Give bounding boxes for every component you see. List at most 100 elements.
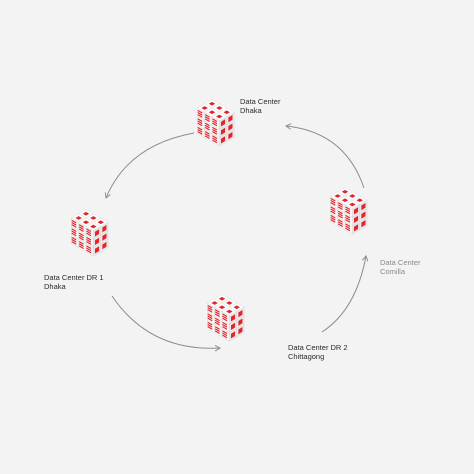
server-stripe xyxy=(345,219,351,223)
server-stripe xyxy=(214,322,220,326)
server-stripe xyxy=(345,223,351,227)
server-stripe xyxy=(222,322,228,326)
server-stripe xyxy=(212,120,218,124)
server-cluster-dr1-icon xyxy=(70,209,109,257)
top-mark xyxy=(223,110,230,115)
top-mark xyxy=(208,110,216,115)
server-stripe xyxy=(345,210,351,215)
server-stripe xyxy=(222,330,228,334)
server-stripe xyxy=(204,131,210,135)
server-panel xyxy=(220,119,226,127)
server-panel xyxy=(102,242,107,250)
top-mark xyxy=(226,309,233,314)
server-panel xyxy=(94,246,100,254)
label-chittagong-title: Data Center DR 2 xyxy=(288,343,348,352)
server-stripe xyxy=(337,202,343,206)
top-mark xyxy=(82,211,90,216)
server-stripe xyxy=(86,228,92,232)
server-panel xyxy=(353,224,359,232)
server-stripe xyxy=(204,114,210,118)
server-panel xyxy=(220,136,226,144)
server-stripe xyxy=(212,127,218,131)
server-stripe xyxy=(330,210,336,215)
server-panel xyxy=(361,220,366,228)
server-cluster-chittagong-icon xyxy=(206,294,245,342)
server-stripe xyxy=(222,313,228,317)
server-stripe xyxy=(86,230,92,234)
server-stripe xyxy=(207,313,213,317)
label-dhaka-city: Dhaka xyxy=(240,106,262,115)
server-panel xyxy=(353,207,359,215)
server-stripe xyxy=(222,326,228,330)
server-stripe xyxy=(197,122,203,127)
server-stripe xyxy=(345,208,351,212)
server-stripe xyxy=(207,307,213,311)
server-stripe xyxy=(78,245,84,249)
server-panel xyxy=(228,132,233,140)
server-cluster-dhaka-icon xyxy=(196,99,235,147)
top-mark xyxy=(233,305,240,310)
server-stripe xyxy=(330,202,336,206)
server-stripe xyxy=(204,124,210,129)
top-mark xyxy=(341,198,349,203)
server-stripe xyxy=(212,135,218,139)
top-mark xyxy=(341,189,349,194)
server-stripe xyxy=(197,129,203,133)
server-stripe xyxy=(197,114,203,118)
server-stripe xyxy=(86,232,92,237)
server-stripe xyxy=(214,319,220,324)
server-stripe xyxy=(86,249,92,254)
server-stripe xyxy=(204,116,210,120)
top-mark xyxy=(97,220,104,225)
server-stripe xyxy=(345,225,351,229)
top-mark xyxy=(218,305,226,310)
server-panel xyxy=(230,331,236,339)
server-stripe xyxy=(214,313,220,317)
server-stripe xyxy=(337,210,343,215)
server-stripe xyxy=(197,120,203,124)
label-chittagong: Data Center DR 2 Chittagong xyxy=(288,343,348,361)
server-stripe xyxy=(330,219,336,223)
label-comilla-city: Comilla xyxy=(380,267,406,276)
server-stripe xyxy=(86,239,92,243)
top-mark xyxy=(82,220,90,225)
server-stripe xyxy=(71,230,77,234)
server-stripe xyxy=(222,334,228,339)
server-panel xyxy=(230,314,236,322)
server-stripe xyxy=(212,118,218,122)
server-stripe xyxy=(207,305,213,309)
label-dr1: Data Center DR 1 Dhaka xyxy=(44,273,104,291)
server-stripe xyxy=(212,139,218,144)
server-stripe xyxy=(78,224,84,228)
server-panel xyxy=(361,211,366,219)
server-stripe xyxy=(207,322,213,326)
server-panel xyxy=(230,322,236,330)
top-mark xyxy=(218,296,226,301)
server-stripe xyxy=(337,215,343,219)
server-stripe xyxy=(204,122,210,127)
label-chittagong-city: Chittagong xyxy=(288,352,325,361)
top-mark xyxy=(201,106,208,110)
server-stripe xyxy=(212,131,218,135)
server-stripe xyxy=(222,315,228,319)
label-dr1-city: Dhaka xyxy=(44,282,66,291)
server-stripe xyxy=(71,232,77,237)
server-stripe xyxy=(71,239,77,243)
top-mark xyxy=(334,194,341,198)
server-stripe xyxy=(214,328,220,332)
server-stripe xyxy=(214,326,220,330)
server-stripe xyxy=(330,208,336,212)
server-stripe xyxy=(214,317,220,322)
server-stripe xyxy=(204,133,210,137)
server-stripe xyxy=(345,206,351,210)
top-mark xyxy=(216,106,223,110)
label-dr1-title: Data Center DR 1 xyxy=(44,273,104,282)
server-stripe xyxy=(86,241,92,245)
server-stripe xyxy=(214,330,220,334)
server-stripe xyxy=(71,241,77,245)
server-stripe xyxy=(197,110,203,114)
server-stripe xyxy=(212,122,218,127)
server-stripe xyxy=(345,217,351,221)
server-stripe xyxy=(330,200,336,204)
